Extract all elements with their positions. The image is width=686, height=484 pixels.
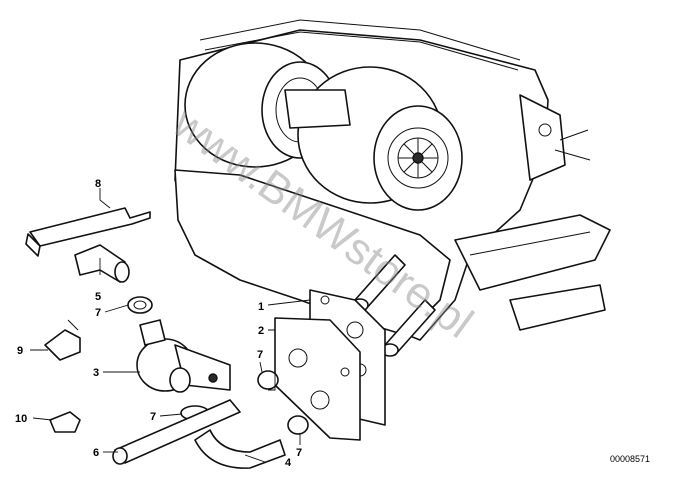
callout-7a: 7 [95, 307, 101, 319]
hose-clamp [257, 370, 279, 390]
callout-7b: 7 [150, 411, 156, 423]
leader-lines [30, 188, 311, 463]
callout-7d: 7 [296, 447, 302, 459]
hose-clamp [287, 415, 309, 435]
hose-clamp [127, 296, 153, 314]
callout-9: 9 [17, 345, 23, 357]
clip-part-10 [49, 411, 81, 433]
callout-3: 3 [93, 367, 99, 379]
callout-labels: 1 2 3 4 5 6 7 7 7 7 8 9 10 [15, 178, 302, 469]
callout-7c: 7 [257, 349, 263, 361]
callout-1: 1 [258, 301, 264, 313]
callout-6: 6 [93, 447, 99, 459]
document-number: 00008571 [610, 454, 650, 464]
callout-5: 5 [95, 291, 101, 303]
callout-2: 2 [258, 325, 264, 337]
callout-10: 10 [15, 413, 27, 425]
bracket-part-8 [25, 207, 151, 257]
hose-part-4 [194, 429, 286, 469]
callout-8: 8 [95, 178, 101, 190]
callout-4: 4 [285, 457, 292, 469]
blower-housing-assembly [174, 19, 611, 357]
heater-control-valve-part-3 [136, 319, 231, 393]
clip-part-9 [44, 319, 81, 361]
hose-part-5 [74, 244, 130, 283]
